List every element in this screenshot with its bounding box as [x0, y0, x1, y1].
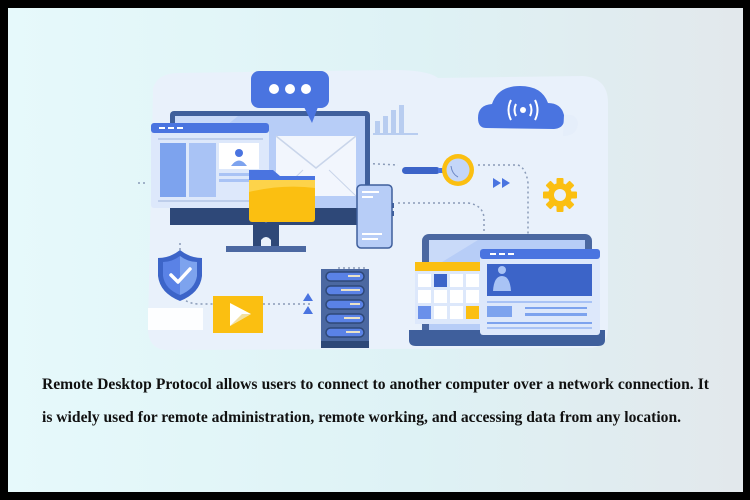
chat-bubble-icon: [251, 71, 329, 123]
shield-check-icon: [158, 250, 202, 301]
server-rack-icon: [321, 269, 369, 348]
rdp-description: Remote Desktop Protocol allows users to …: [42, 376, 709, 426]
folder-icon: [249, 170, 315, 222]
cloud-wifi-icon: [478, 86, 578, 136]
upload-arrows-icon: [303, 293, 313, 314]
bar-chart-icon: [373, 105, 418, 135]
smartphone-icon: [356, 184, 394, 249]
content-frame: Remote Desktop Protocol allows users to …: [8, 8, 743, 492]
browser-window-icon: [151, 123, 269, 208]
play-button-icon: [213, 296, 263, 333]
gear-icon: [543, 178, 577, 212]
envelope-icon: [275, 135, 357, 197]
fast-forward-icon: [493, 178, 510, 188]
rdp-illustration: [138, 70, 608, 350]
profile-card-icon: [480, 249, 600, 335]
magnifier-icon: [402, 154, 474, 186]
calendar-icon: [415, 262, 485, 324]
